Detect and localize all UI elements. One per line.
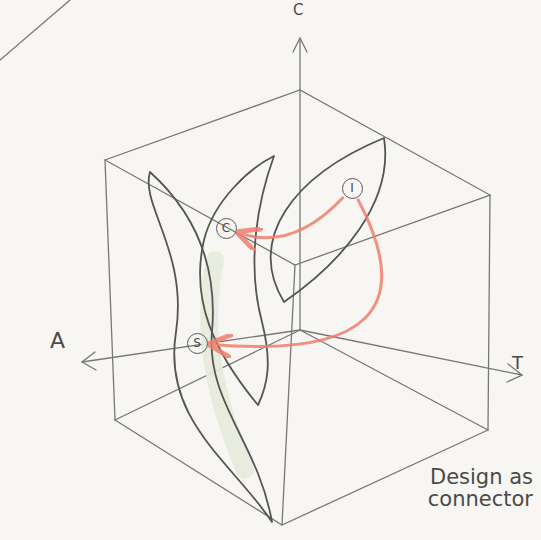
node-letter: S <box>193 337 201 349</box>
cube-edge <box>300 330 488 430</box>
sketch-line <box>0 0 70 60</box>
axis-arrow <box>82 352 96 370</box>
circled-letter: C <box>216 218 237 239</box>
node-letter: I <box>350 182 354 194</box>
circled-letter: I <box>342 178 363 199</box>
axis-label: T <box>512 352 523 373</box>
axis-arrow <box>293 38 307 52</box>
cube-edge <box>488 195 490 430</box>
leaf-c <box>200 156 274 405</box>
cube-edge <box>105 160 115 420</box>
axis-label: A <box>50 328 65 353</box>
circled-letter: S <box>187 333 208 354</box>
node-letter: C <box>222 222 230 234</box>
cube-top <box>105 90 490 265</box>
cube-edge <box>282 265 295 525</box>
smudge <box>209 260 245 470</box>
flow-arrow <box>239 198 343 238</box>
axis-c <box>299 40 300 330</box>
axis-label: C <box>293 1 303 19</box>
flow-arrow <box>210 200 381 347</box>
handwritten-note: Design as connector <box>405 466 533 510</box>
